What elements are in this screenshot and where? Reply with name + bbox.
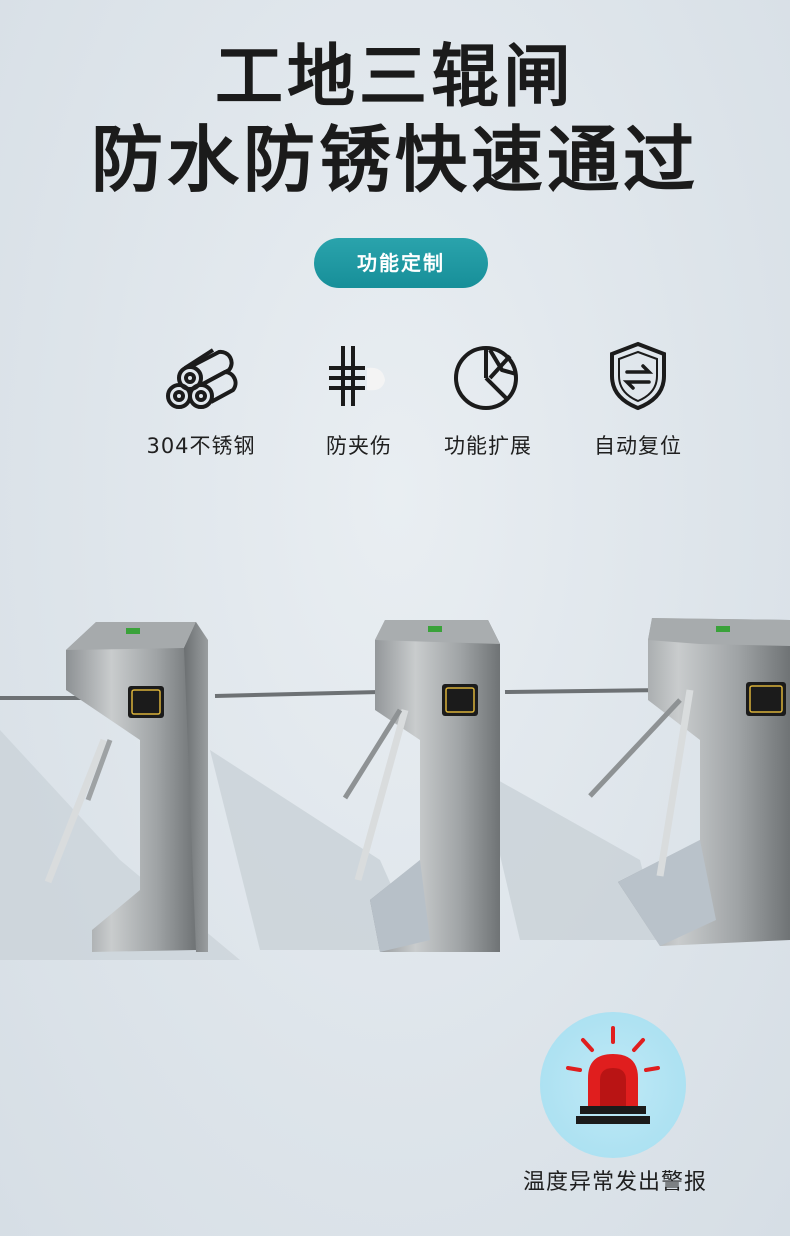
alarm-circle [540,1012,686,1158]
siren-icon [566,1026,660,1124]
shield-reset-icon [610,341,666,411]
feature-expansion: 功能扩展 [413,340,563,460]
feature-label-anti-pinch: 防夹伤 [326,434,392,458]
feature-steel: 304不锈钢 [126,340,276,460]
feature-auto-reset: 自动复位 [563,340,713,460]
anti-pinch-icon [329,346,385,406]
turnstile-right [588,618,790,946]
feature-label-expansion: 功能扩展 [444,434,532,458]
feature-label-steel: 304不锈钢 [146,434,256,458]
headline-line-2: 防水防锈快速通过 [90,118,699,202]
turnstile-product-image [0,618,790,960]
turnstile-middle [342,620,500,952]
feature-label-auto-reset: 自动复位 [594,434,682,458]
headline-line-1: 工地三辊闸 [214,38,575,117]
turnstile-left [44,622,208,952]
steel-rolls-icon [166,348,238,409]
pie-chart-icon [454,346,518,410]
alarm-label: 温度异常发出警报 [522,1170,707,1195]
feature-custom-badge: 功能定制 [314,238,488,288]
feature-anti-pinch: 防夹伤 [284,340,434,460]
